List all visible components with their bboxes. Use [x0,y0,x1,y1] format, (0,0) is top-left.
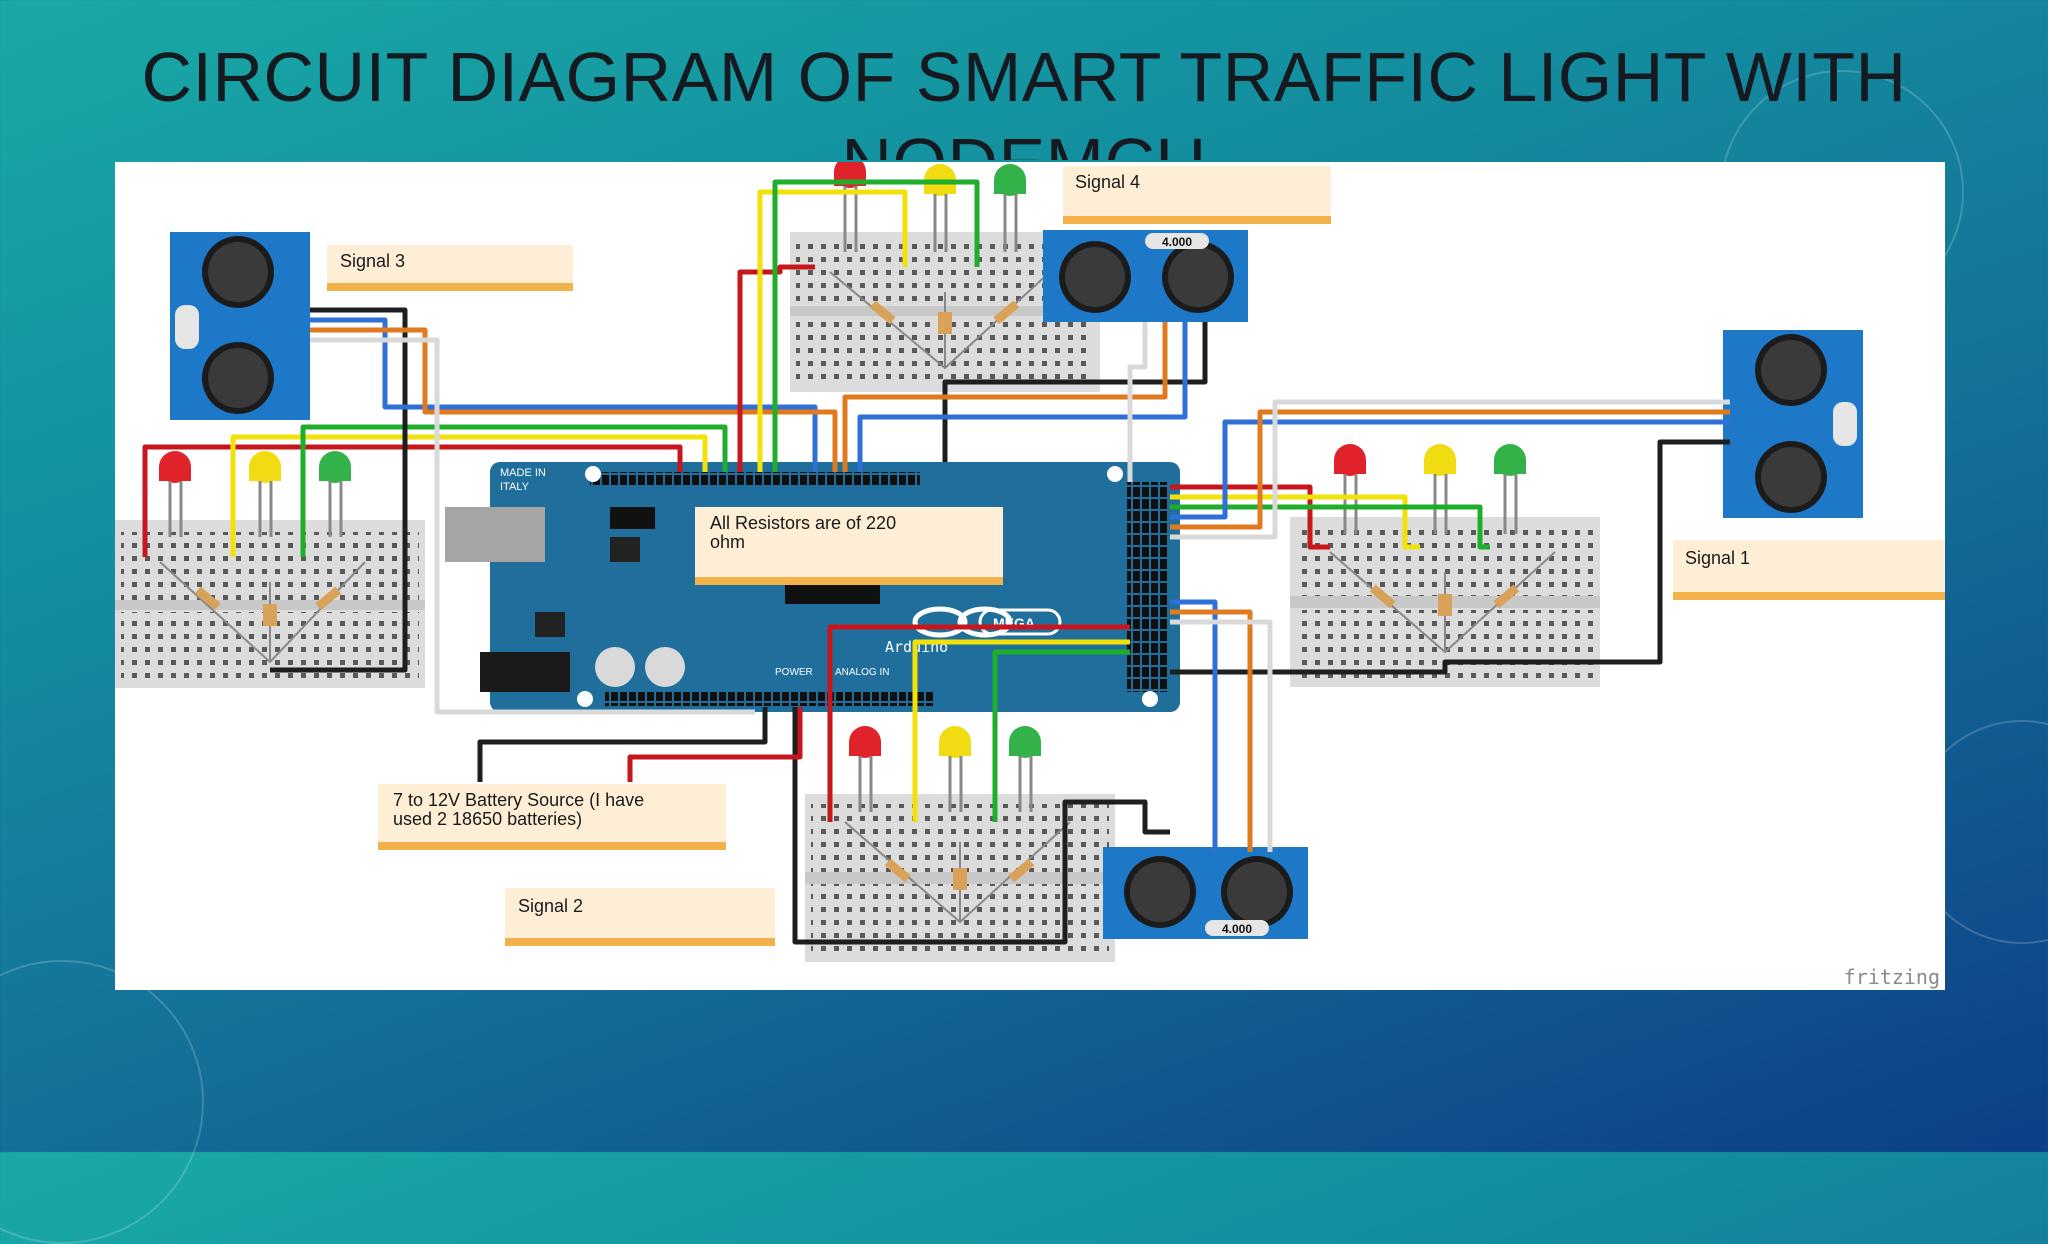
label-signal-4: Signal 4 [1075,172,1140,192]
note-signal-3 [327,245,573,291]
board-made-in-line-2: ITALY [500,481,530,493]
note-resistors-line-1: All Resistors are of 220 [710,513,896,533]
board-power-label: POWER [775,667,813,678]
resistor-bodies [194,300,1520,890]
fritzing-watermark: fritzing [1844,965,1940,989]
label-signal-3: Signal 3 [340,251,405,271]
ultrasonic-sensor-signal-4 [1043,230,1248,322]
sensor-label-signal-4: 4.000 [1162,235,1192,249]
led-group-signal-1 [1334,444,1526,534]
label-signal-2: Signal 2 [518,896,583,916]
board-made-in-line-1: MADE IN [500,467,546,479]
note-resistors [695,507,1003,585]
led-group-signal-2 [849,726,1041,812]
board-analog-label: ANALOG IN [835,667,889,678]
ultrasonic-sensor-signal-3 [170,232,310,420]
note-battery-line-1: 7 to 12V Battery Source (I have [393,790,644,810]
note-battery [378,784,726,850]
decorative-ring-bottom-left [0,960,204,1244]
note-signal-2 [505,888,775,946]
note-resistors-line-2: ohm [710,532,745,552]
note-signal-4 [1063,166,1331,224]
wiring [142,179,1730,945]
note-battery-line-2: used 2 18650 batteries) [393,809,582,829]
led-group-signal-3 [159,451,351,537]
sensor-label-signal-2: 4.000 [1222,922,1252,936]
circuit-diagram: MADE IN ITALY Arduino MEGA POWER ANALOG … [115,162,1945,990]
label-signal-1: Signal 1 [1685,548,1750,568]
slide-title: CIRCUIT DIAGRAM OF SMART TRAFFIC LIGHT W… [141,38,1907,160]
ultrasonic-sensor-signal-1 [1723,330,1863,518]
ultrasonic-sensor-signal-2 [1103,847,1308,939]
note-signal-1 [1673,540,1945,600]
